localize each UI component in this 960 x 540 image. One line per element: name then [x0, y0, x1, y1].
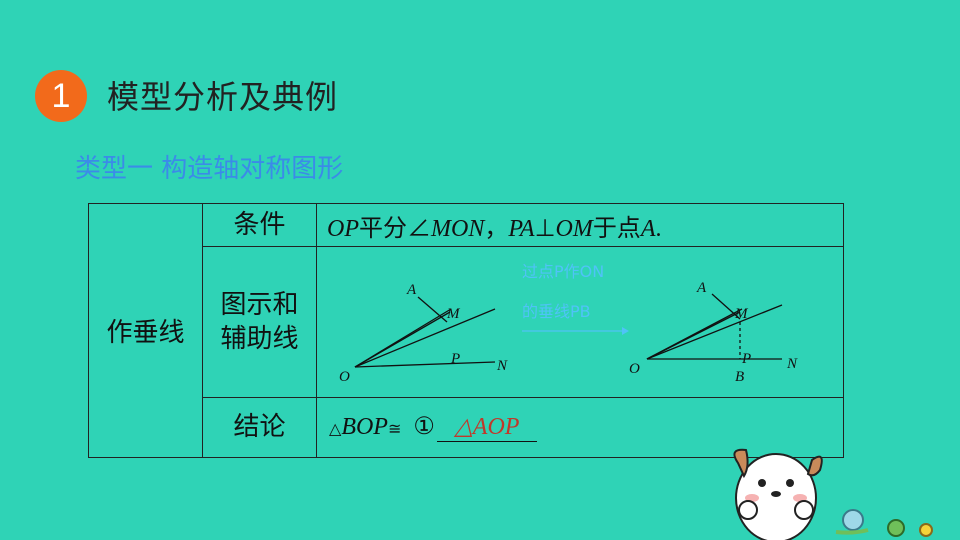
puppy-mascot-image [733, 448, 933, 540]
label-b-right: B [735, 369, 744, 385]
model-table: 作垂线 条件 OP平分∠MON，PA⊥OM于点A. 图示和辅助线 M A P O… [88, 202, 844, 459]
ray-m-left [354, 308, 452, 368]
ray-op-right [646, 304, 783, 360]
row-header-perpendicular: 作垂线 [88, 203, 203, 458]
triangle-symbol: △ [329, 421, 342, 439]
hint-line-1: 过点P作ON [522, 262, 604, 281]
ray-m-right [646, 308, 743, 360]
label-a-left: A [406, 282, 417, 298]
right-diagram [646, 293, 783, 360]
label-o-left: O [339, 369, 350, 385]
blank-number: ① [413, 414, 435, 441]
answer-blank: △AOP [436, 412, 537, 443]
label-a-right: A [696, 280, 707, 296]
figure-label-line2: 辅助线 [220, 323, 299, 354]
geometry-figure: M A P O N 过点P作ON 的垂线PB [339, 262, 798, 385]
label-p-right: P [741, 351, 751, 367]
a-symbol: A [640, 215, 656, 242]
cond-text-4: 于点 [592, 215, 641, 242]
condition-row: 作垂线 条件 OP平分∠MON，PA⊥OM于点A. [88, 202, 844, 458]
left-diagram [354, 296, 496, 368]
label-o-right: O [629, 361, 640, 377]
label-p-left: P [450, 351, 460, 367]
conclusion-label: 结论 [202, 396, 317, 459]
type-subtitle: 类型一 构造轴对称图形 [75, 154, 344, 184]
om-symbol: OM [555, 215, 593, 242]
figure-label-line1: 图示和 [220, 289, 299, 320]
label-m-right: M [734, 306, 749, 322]
condition-text: OP平分∠MON，PA⊥OM于点A. [316, 202, 844, 248]
conclusion-cell: △BOP≅ ① △AOP [316, 396, 844, 459]
bop-symbol: BOP [341, 414, 388, 441]
hint-line-2: 的垂线PB [522, 302, 591, 321]
figure-label: 图示和辅助线 [202, 246, 317, 398]
section-number-badge: 1 [35, 70, 87, 122]
label-n-right: N [786, 356, 798, 372]
figure-row: 图示和辅助线 M A P O N 过点P作ON 的垂线PB [89, 246, 844, 398]
op-symbol: OP [327, 215, 359, 242]
condition-label: 条件 [202, 202, 317, 248]
ray-op-left [354, 308, 496, 368]
pa-symbol: PA [508, 215, 535, 242]
cond-text-3: ⊥ [534, 215, 556, 242]
conclusion-row: 结论 △BOP≅ ① △AOP [89, 396, 844, 459]
congruent-symbol: ≅ [387, 421, 402, 439]
snail-icon [835, 509, 869, 535]
label-n-left: N [496, 358, 508, 374]
small-snail-icon [919, 523, 933, 537]
section-title: 模型分析及典例 [107, 78, 339, 116]
segment-pa-left [417, 296, 448, 323]
figure-cell: M A P O N 过点P作ON 的垂线PB [316, 246, 844, 398]
answer-text: △AOP [454, 414, 520, 441]
ray-on-left [354, 361, 496, 368]
mon-symbol: MON [431, 215, 485, 242]
segment-pa-right [711, 293, 741, 320]
cond-text-1: 平分∠ [359, 215, 431, 242]
cond-text-2: ， [484, 215, 509, 242]
label-m-left: M [446, 306, 461, 322]
cond-text-5: . [655, 215, 662, 242]
arrow-right-icon [522, 327, 629, 336]
shell-icon [887, 519, 905, 537]
